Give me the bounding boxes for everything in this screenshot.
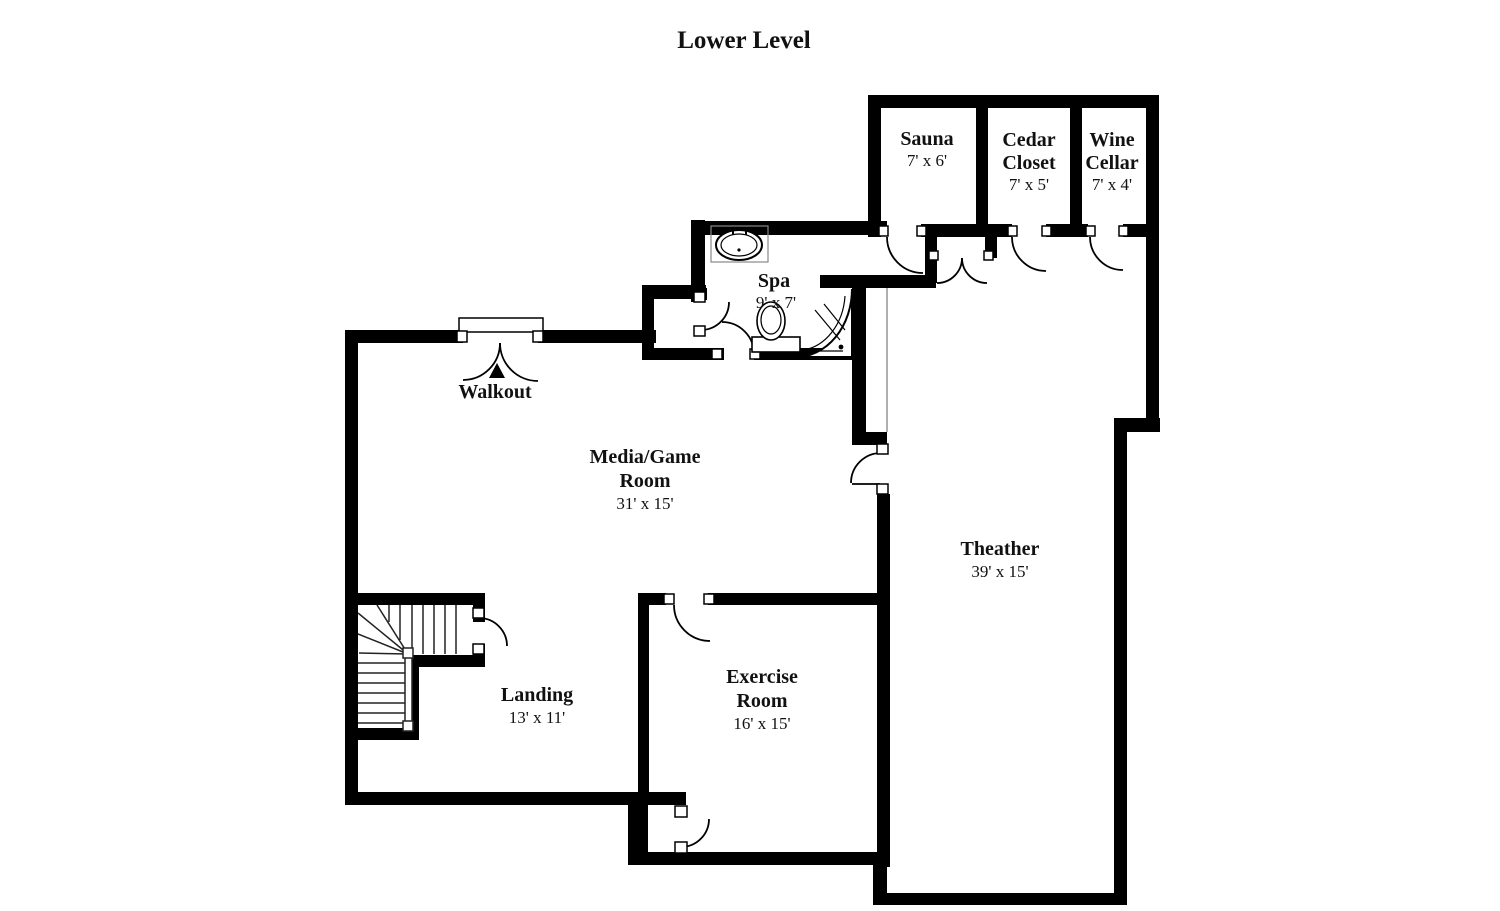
hall-closet-door-left-arc: [936, 257, 963, 284]
media-game-label-2: Room: [619, 470, 670, 492]
walkout-direction-marker: [489, 363, 505, 378]
door-jambs: [456, 225, 1129, 854]
exercise-door-arc: [673, 604, 711, 642]
exercise-dims: 16' x 15': [733, 714, 790, 733]
corner-shower: [795, 288, 853, 358]
theater-label: Theather: [961, 538, 1040, 560]
cedar-closet-label-2: Closet: [1002, 152, 1056, 174]
media-game-label-1: Media/Game: [589, 446, 700, 468]
sauna-dims: 7' x 6': [907, 151, 947, 170]
walkout-label: Walkout: [458, 381, 532, 403]
wine-cellar-dims: 7' x 4': [1092, 175, 1132, 194]
sauna-label: Sauna: [900, 128, 953, 150]
cedar-closet-door-arc: [1011, 236, 1047, 272]
walkout-door-frame: [458, 317, 544, 333]
theater-door-arc: [850, 452, 882, 484]
landing-dims: 13' x 11': [509, 708, 566, 727]
toilet: [751, 301, 801, 353]
walkout-door-left-arc: [462, 342, 501, 381]
media-game-dims: 31' x 15': [616, 494, 673, 513]
wine-cellar-label-2: Cellar: [1085, 152, 1138, 174]
bathtub: [710, 225, 769, 263]
plan-title: Lower Level: [677, 27, 811, 54]
walkout-door-right-arc: [499, 342, 539, 382]
exercise-label-1: Exercise: [726, 666, 798, 688]
sauna-door-arc: [886, 236, 924, 274]
walls: [345, 95, 1160, 905]
wine-cellar-door-arc: [1089, 236, 1124, 271]
exercise-label-2: Room: [736, 690, 787, 712]
cedar-closet-label-1: Cedar: [1002, 129, 1055, 151]
cedar-closet-dims: 7' x 5': [1009, 175, 1049, 194]
wine-cellar-label-1: Wine: [1089, 129, 1134, 151]
stair-door-arc: [478, 617, 508, 647]
landing-label: Landing: [501, 684, 573, 706]
theater-dims: 39' x 15': [971, 562, 1028, 581]
staircase: [357, 604, 457, 732]
spa-entry-door-arc: [721, 321, 755, 355]
spa-dims: 9' x 7': [756, 293, 796, 312]
spa-label: Spa: [758, 270, 790, 292]
hall-closet-door-right-arc: [961, 257, 988, 284]
